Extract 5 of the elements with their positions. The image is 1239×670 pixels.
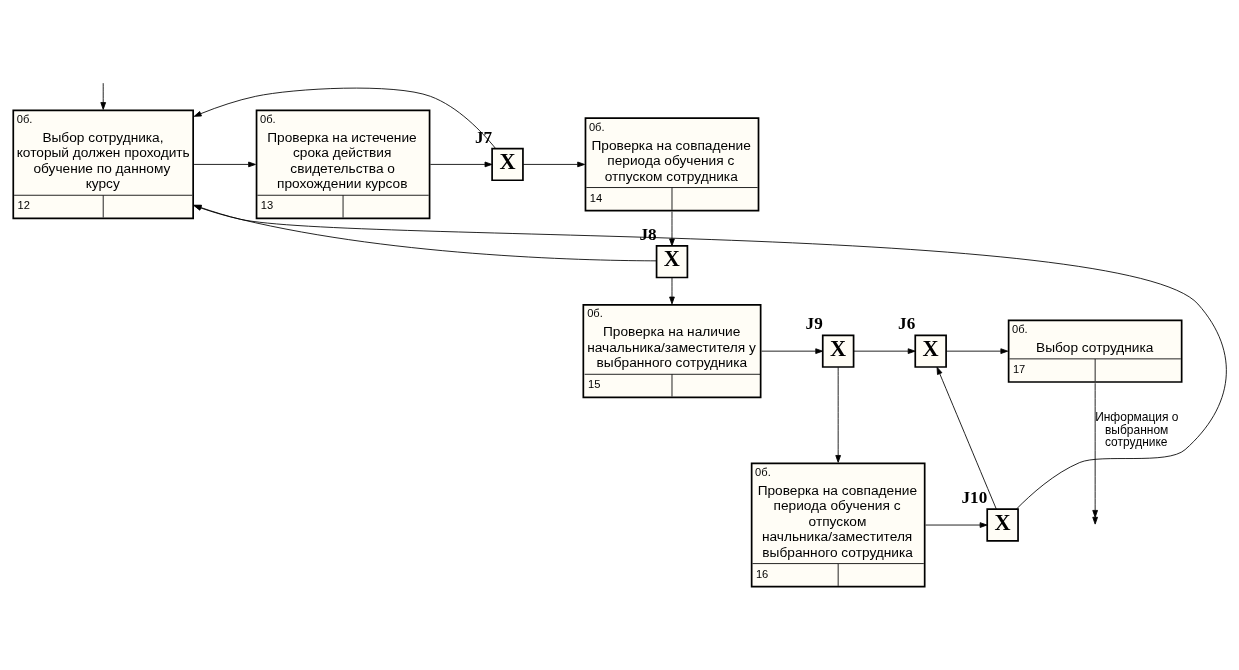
edge-label: Информация о выбранном сотруднике: [1095, 409, 1179, 450]
node-label: J7: [474, 127, 493, 147]
node-label: J6: [898, 314, 916, 334]
node-label: J10: [961, 488, 988, 508]
node-label: J9: [805, 314, 823, 334]
